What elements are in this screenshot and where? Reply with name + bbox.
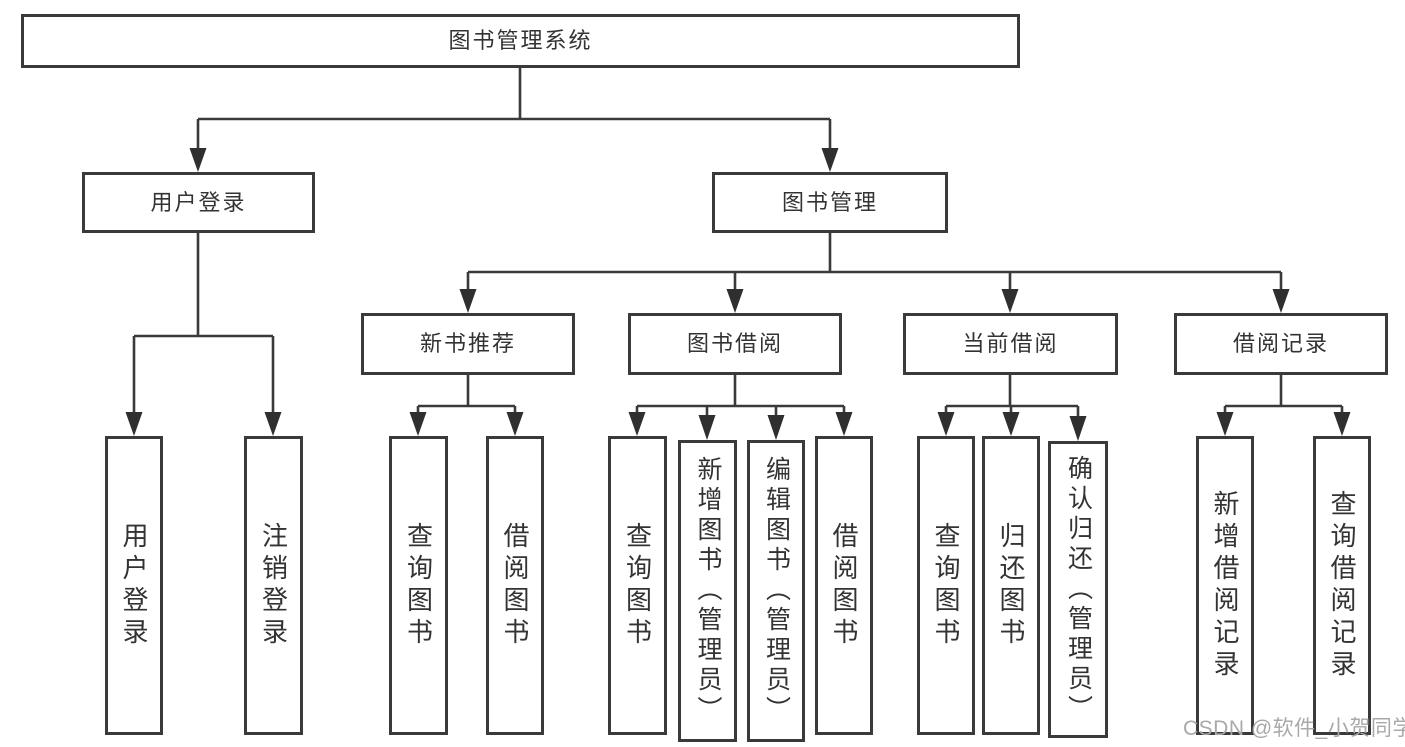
node-label: 当前借阅	[962, 331, 1059, 356]
node-leaf-bb-edit-books: 编辑图书（管理员）	[747, 440, 805, 742]
node-label: 编辑图书（管理员）	[762, 456, 791, 726]
node-leaf-user-login: 用户登录	[105, 436, 163, 735]
node-book-management: 图书管理	[712, 172, 948, 233]
node-label: 图书借阅	[686, 331, 783, 356]
node-label: 查询借阅记录	[1327, 489, 1357, 682]
node-label: 借阅图书	[500, 521, 530, 650]
node-current-borrowing: 当前借阅	[903, 313, 1118, 375]
node-leaf-cb-query-books: 查询图书	[917, 436, 975, 735]
node-new-book-recommend: 新书推荐	[361, 313, 575, 375]
node-library-management-system: 图书管理系统	[21, 14, 1020, 68]
node-label: 用户登录	[150, 189, 247, 215]
node-label: 图书管理	[781, 189, 878, 215]
node-leaf-nb-borrow-books: 借阅图书	[486, 436, 544, 735]
node-label: 新增借阅记录	[1210, 489, 1240, 682]
node-label: 归还图书	[996, 521, 1026, 650]
node-leaf-cb-return-books: 归还图书	[982, 436, 1040, 735]
node-label: 查询图书	[403, 521, 434, 650]
node-label: 查询图书	[622, 521, 653, 650]
node-label: 借阅图书	[829, 521, 859, 650]
node-leaf-br-add-record: 新增借阅记录	[1196, 436, 1254, 735]
node-borrowing-records: 借阅记录	[1174, 313, 1388, 375]
node-leaf-nb-query-books: 查询图书	[389, 436, 448, 735]
node-user-login: 用户登录	[82, 172, 315, 233]
node-leaf-bb-add-books: 新增图书（管理员）	[678, 440, 737, 742]
node-leaf-bb-query-books: 查询图书	[608, 436, 667, 735]
watermark: CSDN @软件_小贺同学	[1183, 717, 1405, 740]
node-label: 新书推荐	[419, 331, 516, 356]
node-leaf-logout: 注销登录	[244, 436, 303, 735]
node-label: 新增图书（管理员）	[694, 456, 722, 726]
node-label: 注销登录	[258, 521, 289, 650]
node-label: 确认归还（管理员）	[1064, 454, 1093, 725]
node-book-borrowing: 图书借阅	[628, 313, 842, 375]
node-leaf-br-query-record: 查询借阅记录	[1313, 436, 1371, 735]
node-label: 查询图书	[931, 521, 961, 650]
node-leaf-cb-confirm-return: 确认归还（管理员）	[1048, 441, 1108, 738]
node-label: 用户登录	[119, 521, 149, 650]
node-leaf-bb-borrow-books: 借阅图书	[815, 436, 873, 735]
node-label: 图书管理系统	[448, 28, 593, 53]
node-label: 借阅记录	[1232, 331, 1329, 356]
